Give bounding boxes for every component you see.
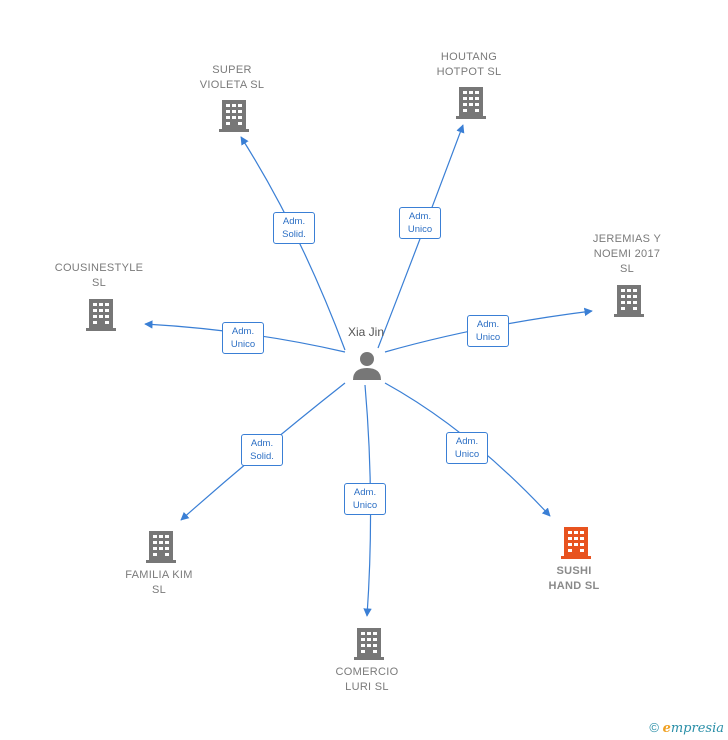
building-icon[interactable] (354, 626, 384, 660)
relation-label[interactable]: Adm. Unico (446, 432, 488, 464)
company-label-super-violeta[interactable]: SUPER VIOLETA SL (199, 64, 265, 91)
person-icon[interactable] (351, 349, 383, 381)
company-label-jeremias[interactable]: JEREMIAS Y NOEMI 2017 SL (592, 233, 662, 275)
copyright-symbol: © (649, 720, 659, 735)
building-icon[interactable] (86, 297, 116, 331)
building-icon[interactable] (614, 283, 644, 317)
relation-label[interactable]: Adm. Unico (467, 315, 509, 347)
relation-label[interactable]: Adm. Unico (344, 483, 386, 515)
person-name[interactable]: Xia Jin (347, 325, 385, 339)
building-icon[interactable] (219, 98, 249, 132)
company-label-sushi-hand[interactable]: SUSHI HAND SL (548, 565, 600, 592)
building-icon[interactable] (561, 525, 591, 559)
building-icon[interactable] (146, 529, 176, 563)
relation-label[interactable]: Adm. Solid. (273, 212, 315, 244)
company-label-houtang[interactable]: HOUTANG HOTPOT SL (436, 51, 502, 78)
building-icon[interactable] (456, 85, 486, 119)
company-label-cousinestyle[interactable]: COUSINESTYLE SL (54, 262, 144, 289)
company-label-familia-kim[interactable]: FAMILIA KIM SL (125, 569, 193, 596)
brand-logo: empresia (662, 721, 724, 736)
relation-label[interactable]: Adm. Unico (399, 207, 441, 239)
relation-label[interactable]: Adm. Unico (222, 322, 264, 354)
company-label-comercio-luri[interactable]: COMERCIO LURI SL (335, 666, 399, 693)
footer-brand: © empresia (649, 720, 724, 736)
relation-label[interactable]: Adm. Solid. (241, 434, 283, 466)
